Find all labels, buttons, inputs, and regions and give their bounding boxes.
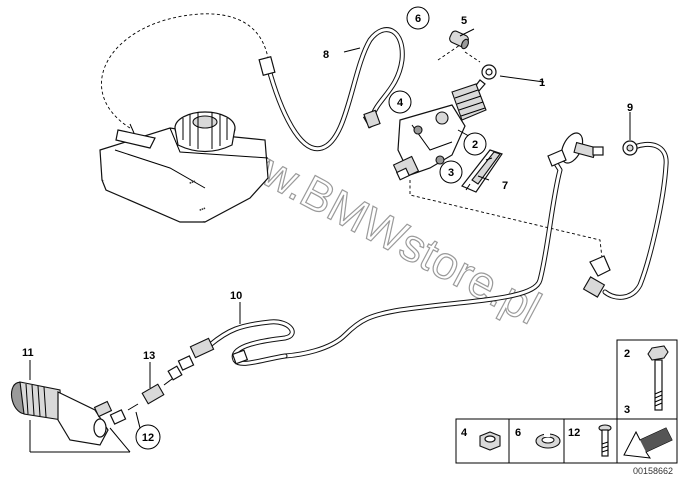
reservoir-hose-part-8 xyxy=(258,27,405,152)
reservoir-hose-outline xyxy=(101,13,269,129)
legend-bottom-row: 4 6 12 xyxy=(455,418,678,464)
callout-2: 2 xyxy=(463,132,487,156)
callout-1: 1 xyxy=(539,77,545,89)
circlip-icon xyxy=(535,433,561,449)
connection-dashed-2 xyxy=(437,44,461,61)
connection-dashed-3 xyxy=(464,51,481,63)
connection-dashed-1 xyxy=(409,180,603,259)
callout-5: 5 xyxy=(461,15,467,27)
svg-text:3: 3 xyxy=(448,167,454,179)
callout-13: 13 xyxy=(143,350,155,362)
svg-text:12: 12 xyxy=(568,427,580,439)
svg-text:5: 5 xyxy=(461,15,467,27)
legend-cell-12: 12 xyxy=(568,424,612,457)
hex-nut-icon xyxy=(479,431,501,451)
svg-text:10: 10 xyxy=(230,290,242,302)
clutch-pipe xyxy=(282,159,563,359)
svg-text:13: 13 xyxy=(143,350,155,362)
callout-7: 7 xyxy=(502,180,508,192)
callout-3: 3 xyxy=(439,160,463,184)
bolt-icon xyxy=(647,345,669,411)
screw-icon xyxy=(598,424,612,457)
svg-text:11: 11 xyxy=(22,347,34,359)
legend-cell-6: 6 xyxy=(515,427,561,449)
direction-arrow-icon xyxy=(623,427,673,459)
document-number: 00158662 xyxy=(633,466,673,476)
svg-text:2: 2 xyxy=(472,139,478,151)
svg-text:3: 3 xyxy=(624,404,630,416)
svg-text:9: 9 xyxy=(627,102,633,114)
fitting-part-13 xyxy=(141,365,183,405)
legend-bolt-box: 2 3 xyxy=(616,339,678,420)
flex-hose-part-10 xyxy=(177,319,295,371)
callout-12: 12 xyxy=(135,424,161,450)
svg-text:6: 6 xyxy=(415,13,421,25)
svg-text:4: 4 xyxy=(397,97,404,109)
svg-text:▪▪▪: ▪▪▪ xyxy=(199,206,207,214)
svg-text:7: 7 xyxy=(502,180,508,192)
callout-4: 4 xyxy=(388,90,412,114)
svg-text:12: 12 xyxy=(142,432,154,444)
clip-part-7 xyxy=(461,149,503,193)
svg-text:2: 2 xyxy=(624,348,630,360)
leader-lines xyxy=(29,28,631,453)
callout-9: 9 xyxy=(627,102,633,114)
svg-text:▪▪▪: ▪▪▪ xyxy=(189,179,197,187)
callout-10: 10 xyxy=(230,290,242,302)
legend-cell-4: 4 xyxy=(461,427,501,451)
svg-text:8: 8 xyxy=(323,49,329,61)
svg-text:4: 4 xyxy=(461,427,468,439)
clutch-master-cylinder xyxy=(392,64,497,181)
pin-part-5 xyxy=(449,30,469,50)
pipe-part-9 xyxy=(582,140,669,300)
svg-text:1: 1 xyxy=(539,77,545,89)
fitting-part-4 xyxy=(363,109,381,129)
callout-11: 11 xyxy=(22,347,34,359)
callout-6: 6 xyxy=(406,6,430,30)
callout-8: 8 xyxy=(323,49,329,61)
svg-text:6: 6 xyxy=(515,427,521,439)
clutch-slave-cylinder xyxy=(10,381,139,446)
brake-fluid-reservoir: ▪▪▪ ▪▪▪ xyxy=(99,111,269,223)
bulkhead-fitting xyxy=(547,132,604,167)
